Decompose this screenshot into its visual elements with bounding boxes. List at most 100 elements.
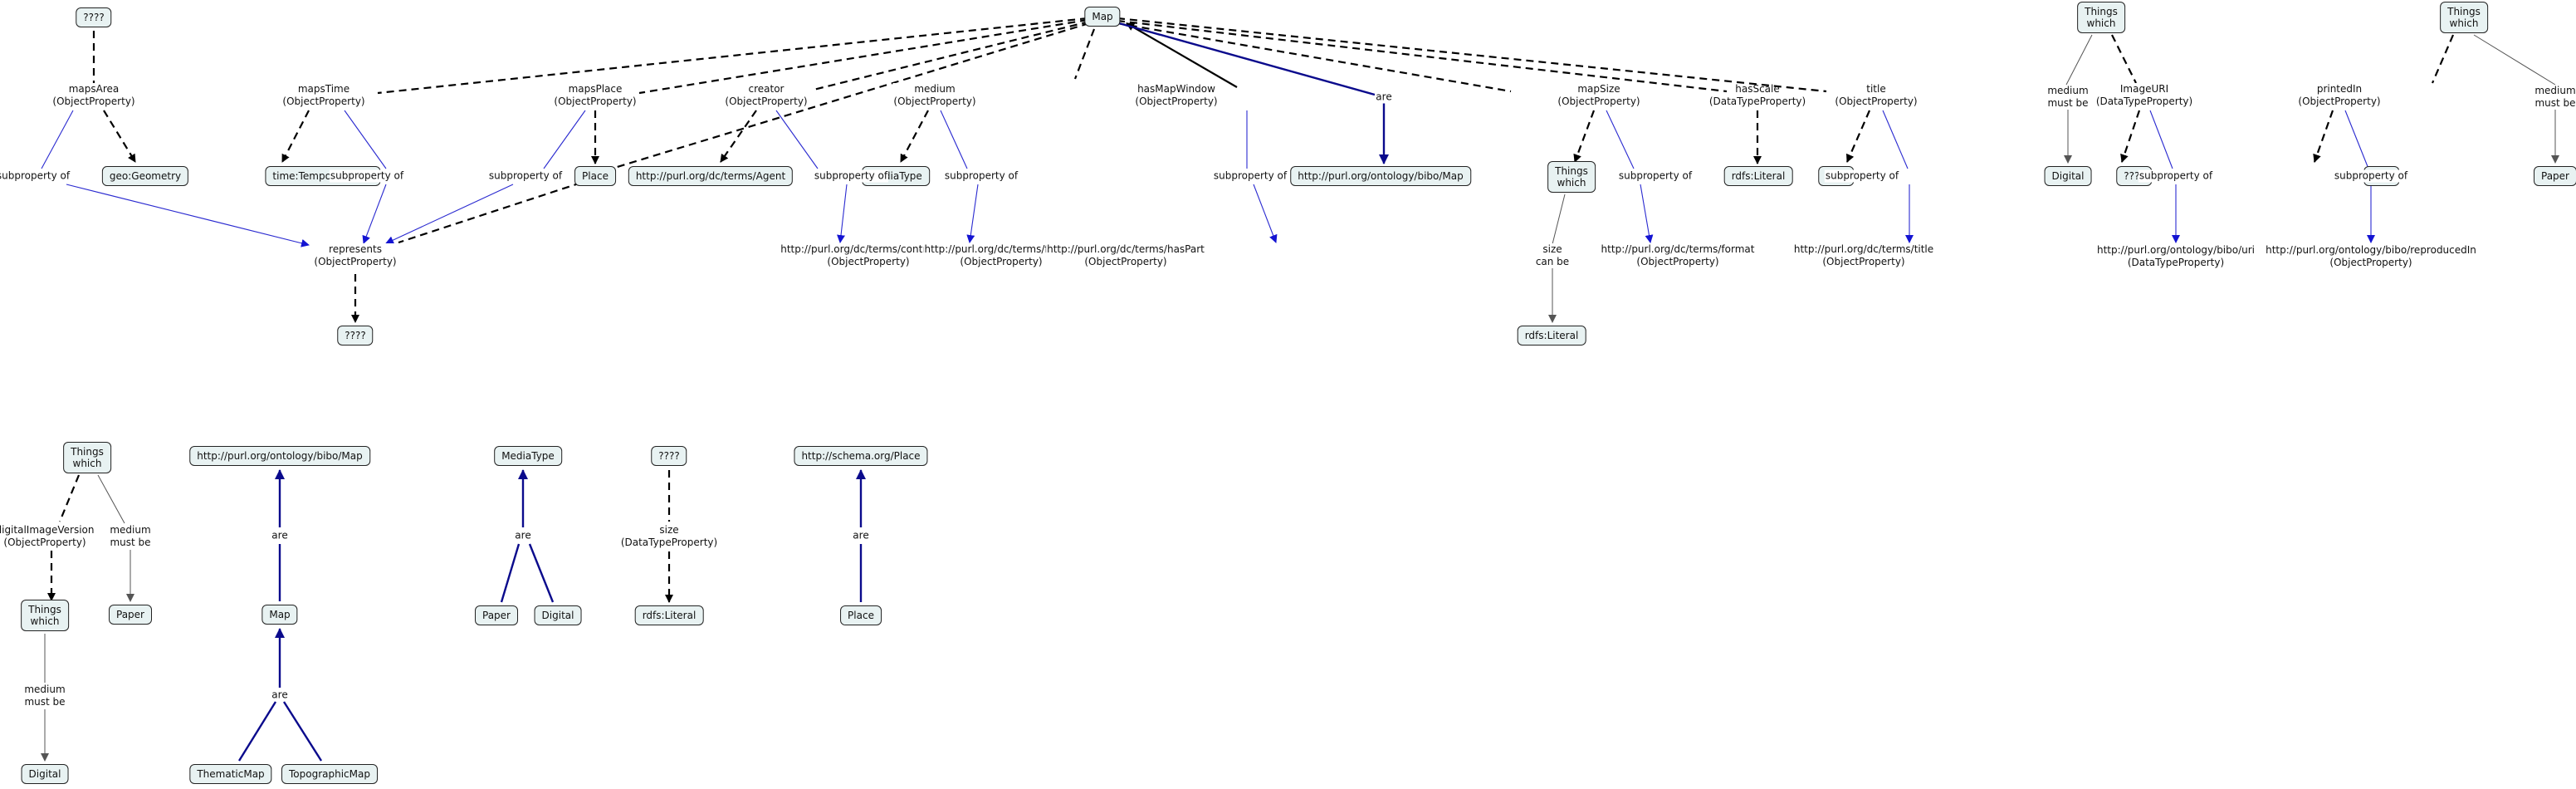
link-label-subproperty-of: subproperty of: [813, 169, 889, 183]
link-label-subproperty-of: subproperty of: [0, 169, 71, 183]
link-label-printed-in[interactable]: printedIn (ObjectProperty): [2297, 83, 2382, 108]
link-label-medium[interactable]: medium (ObjectProperty): [892, 83, 977, 108]
link-label-maps-place[interactable]: mapsPlace (ObjectProperty): [553, 83, 638, 108]
link-label-digital-image-version[interactable]: digitalImageVersion (ObjectProperty): [0, 524, 95, 549]
subproperty-link: [1882, 110, 1909, 169]
concept-node-schema-place[interactable]: http://schema.org/Place: [794, 446, 928, 466]
link-label-title[interactable]: title (ObjectProperty): [1834, 83, 1919, 108]
subproperty-link: [1253, 184, 1278, 243]
concept-node-rdfs-literal[interactable]: rdfs:Literal: [1517, 326, 1586, 345]
concept-node-thematic-map[interactable]: ThematicMap: [189, 764, 272, 784]
concept-node-rdfs-literal[interactable]: rdfs:Literal: [634, 605, 704, 625]
concept-node-things-which[interactable]: Things which: [1547, 161, 1596, 193]
property-link: [398, 181, 582, 244]
link-label-subproperty-of: subproperty of: [1824, 169, 1900, 183]
property-link: [1073, 28, 1096, 80]
link-label-subproperty-of: subproperty of: [487, 169, 564, 183]
link-label-subproperty-of: subproperty of: [1617, 169, 1694, 183]
link-label-are: are: [271, 689, 289, 702]
concept-node-bibo-map[interactable]: http://purl.org/ontology/bibo/Map: [189, 446, 370, 466]
concept-node-things-which[interactable]: Things which: [2077, 2, 2125, 33]
subproperty-link: [344, 110, 387, 169]
link-label-medium-must-be: medium must be: [23, 684, 66, 708]
concept-node-bibo-map[interactable]: http://purl.org/ontology/bibo/Map: [1290, 166, 1471, 186]
link-label-bibo-reproduced-in[interactable]: http://purl.org/ontology/bibo/reproduced…: [2265, 244, 2477, 269]
property-link: [1117, 17, 1827, 93]
property-link: [2120, 110, 2141, 163]
concept-node-map-root[interactable]: Map: [1084, 7, 1121, 27]
link-label-maps-area[interactable]: mapsArea (ObjectProperty): [51, 83, 136, 108]
property-link: [1117, 22, 1512, 93]
link-label-are: are: [1375, 91, 1393, 104]
concept-node-rdfs-literal[interactable]: rdfs:Literal: [1723, 166, 1793, 186]
link-label-subproperty-of: subproperty of: [1212, 169, 1288, 183]
concept-node-unknown[interactable]: ????: [337, 326, 374, 345]
link-label-maps-time[interactable]: mapsTime (ObjectProperty): [281, 83, 366, 108]
subproperty-link: [966, 184, 979, 243]
subproperty-link: [2149, 110, 2173, 169]
is-a-link: [500, 543, 521, 603]
link-label-medium-must-be: medium must be: [2534, 85, 2576, 110]
link-label-subproperty-of: subproperty of: [2333, 169, 2409, 183]
concept-node-paper[interactable]: Paper: [475, 605, 518, 625]
constraint-link: [2473, 34, 2556, 86]
concept-node-things-which[interactable]: Things which: [63, 442, 111, 473]
constraint-link: [1552, 194, 1566, 245]
subproperty-link: [940, 110, 968, 169]
link-label-are: are: [271, 529, 289, 542]
property-link: [1126, 22, 1238, 88]
property-link: [103, 110, 136, 163]
concept-node-unknown[interactable]: ????: [76, 7, 112, 27]
subproperty-link: [66, 184, 310, 247]
concept-node-digital[interactable]: Digital: [21, 764, 69, 784]
concept-node-unknown[interactable]: ????: [651, 446, 687, 466]
link-label-medium-must-be: medium must be: [2046, 85, 2090, 110]
is-a-link: [237, 701, 277, 762]
concept-node-place[interactable]: Place: [574, 166, 616, 186]
property-link: [377, 17, 1088, 95]
is-a-link: [528, 543, 555, 603]
link-label-are: are: [514, 529, 532, 542]
link-label-has-map-window[interactable]: hasMapWindow (ObjectProperty): [1134, 83, 1219, 108]
link-label-size[interactable]: size (DataTypeProperty): [619, 524, 719, 549]
concept-node-things-which[interactable]: Things which: [2440, 2, 2488, 33]
concept-node-digital[interactable]: Digital: [2044, 166, 2092, 186]
constraint-link: [97, 474, 125, 524]
link-label-has-scale[interactable]: hasScale (DataTypeProperty): [1708, 83, 1806, 107]
concept-node-place[interactable]: Place: [840, 605, 882, 625]
property-link: [281, 110, 310, 163]
property-link: [58, 474, 81, 522]
link-label-bibo-uri[interactable]: http://purl.org/ontology/bibo/uri (DataT…: [2095, 244, 2256, 269]
link-label-dc-has-part[interactable]: http://purl.org/dc/terms/hasPart (Object…: [1046, 243, 1205, 268]
subproperty-link: [1606, 110, 1635, 169]
property-link: [813, 20, 1090, 91]
property-link: [2111, 34, 2137, 84]
concept-node-paper[interactable]: Paper: [109, 605, 152, 625]
property-link: [900, 110, 929, 163]
concept-node-dc-agent[interactable]: http://purl.org/dc/terms/Agent: [628, 166, 794, 186]
link-label-subproperty-of: subproperty of: [329, 169, 405, 183]
concept-node-geo-geometry[interactable]: geo:Geometry: [101, 166, 189, 186]
link-label-dc-format[interactable]: http://purl.org/dc/terms/format (ObjectP…: [1600, 243, 1756, 268]
link-label-medium-must-be: medium must be: [109, 524, 152, 549]
property-link: [1573, 110, 1596, 163]
is-a-link: [282, 701, 323, 762]
property-link: [638, 18, 1088, 95]
concept-node-mediatype[interactable]: MediaType: [494, 446, 562, 466]
link-label-creator[interactable]: creator (ObjectProperty): [725, 83, 808, 107]
link-label-are: are: [852, 529, 870, 542]
link-label-represents[interactable]: represents (ObjectProperty): [313, 243, 398, 268]
concept-node-paper[interactable]: Paper: [2534, 166, 2576, 186]
subproperty-link: [41, 110, 74, 169]
link-label-map-size[interactable]: mapSize (ObjectProperty): [1557, 83, 1641, 108]
property-link: [611, 22, 1090, 170]
concept-node-digital[interactable]: Digital: [534, 605, 582, 625]
concept-node-topographic-map[interactable]: TopographicMap: [281, 764, 378, 784]
concept-node-map[interactable]: Map: [262, 605, 298, 625]
property-link: [1845, 110, 1871, 163]
link-label-image-uri[interactable]: ImageURI (DataTypeProperty): [2095, 83, 2194, 108]
link-label-dc-title[interactable]: http://purl.org/dc/terms/title (ObjectPr…: [1792, 243, 1935, 268]
is-a-link: [1118, 22, 1376, 96]
concept-node-things-which[interactable]: Things which: [21, 600, 69, 631]
